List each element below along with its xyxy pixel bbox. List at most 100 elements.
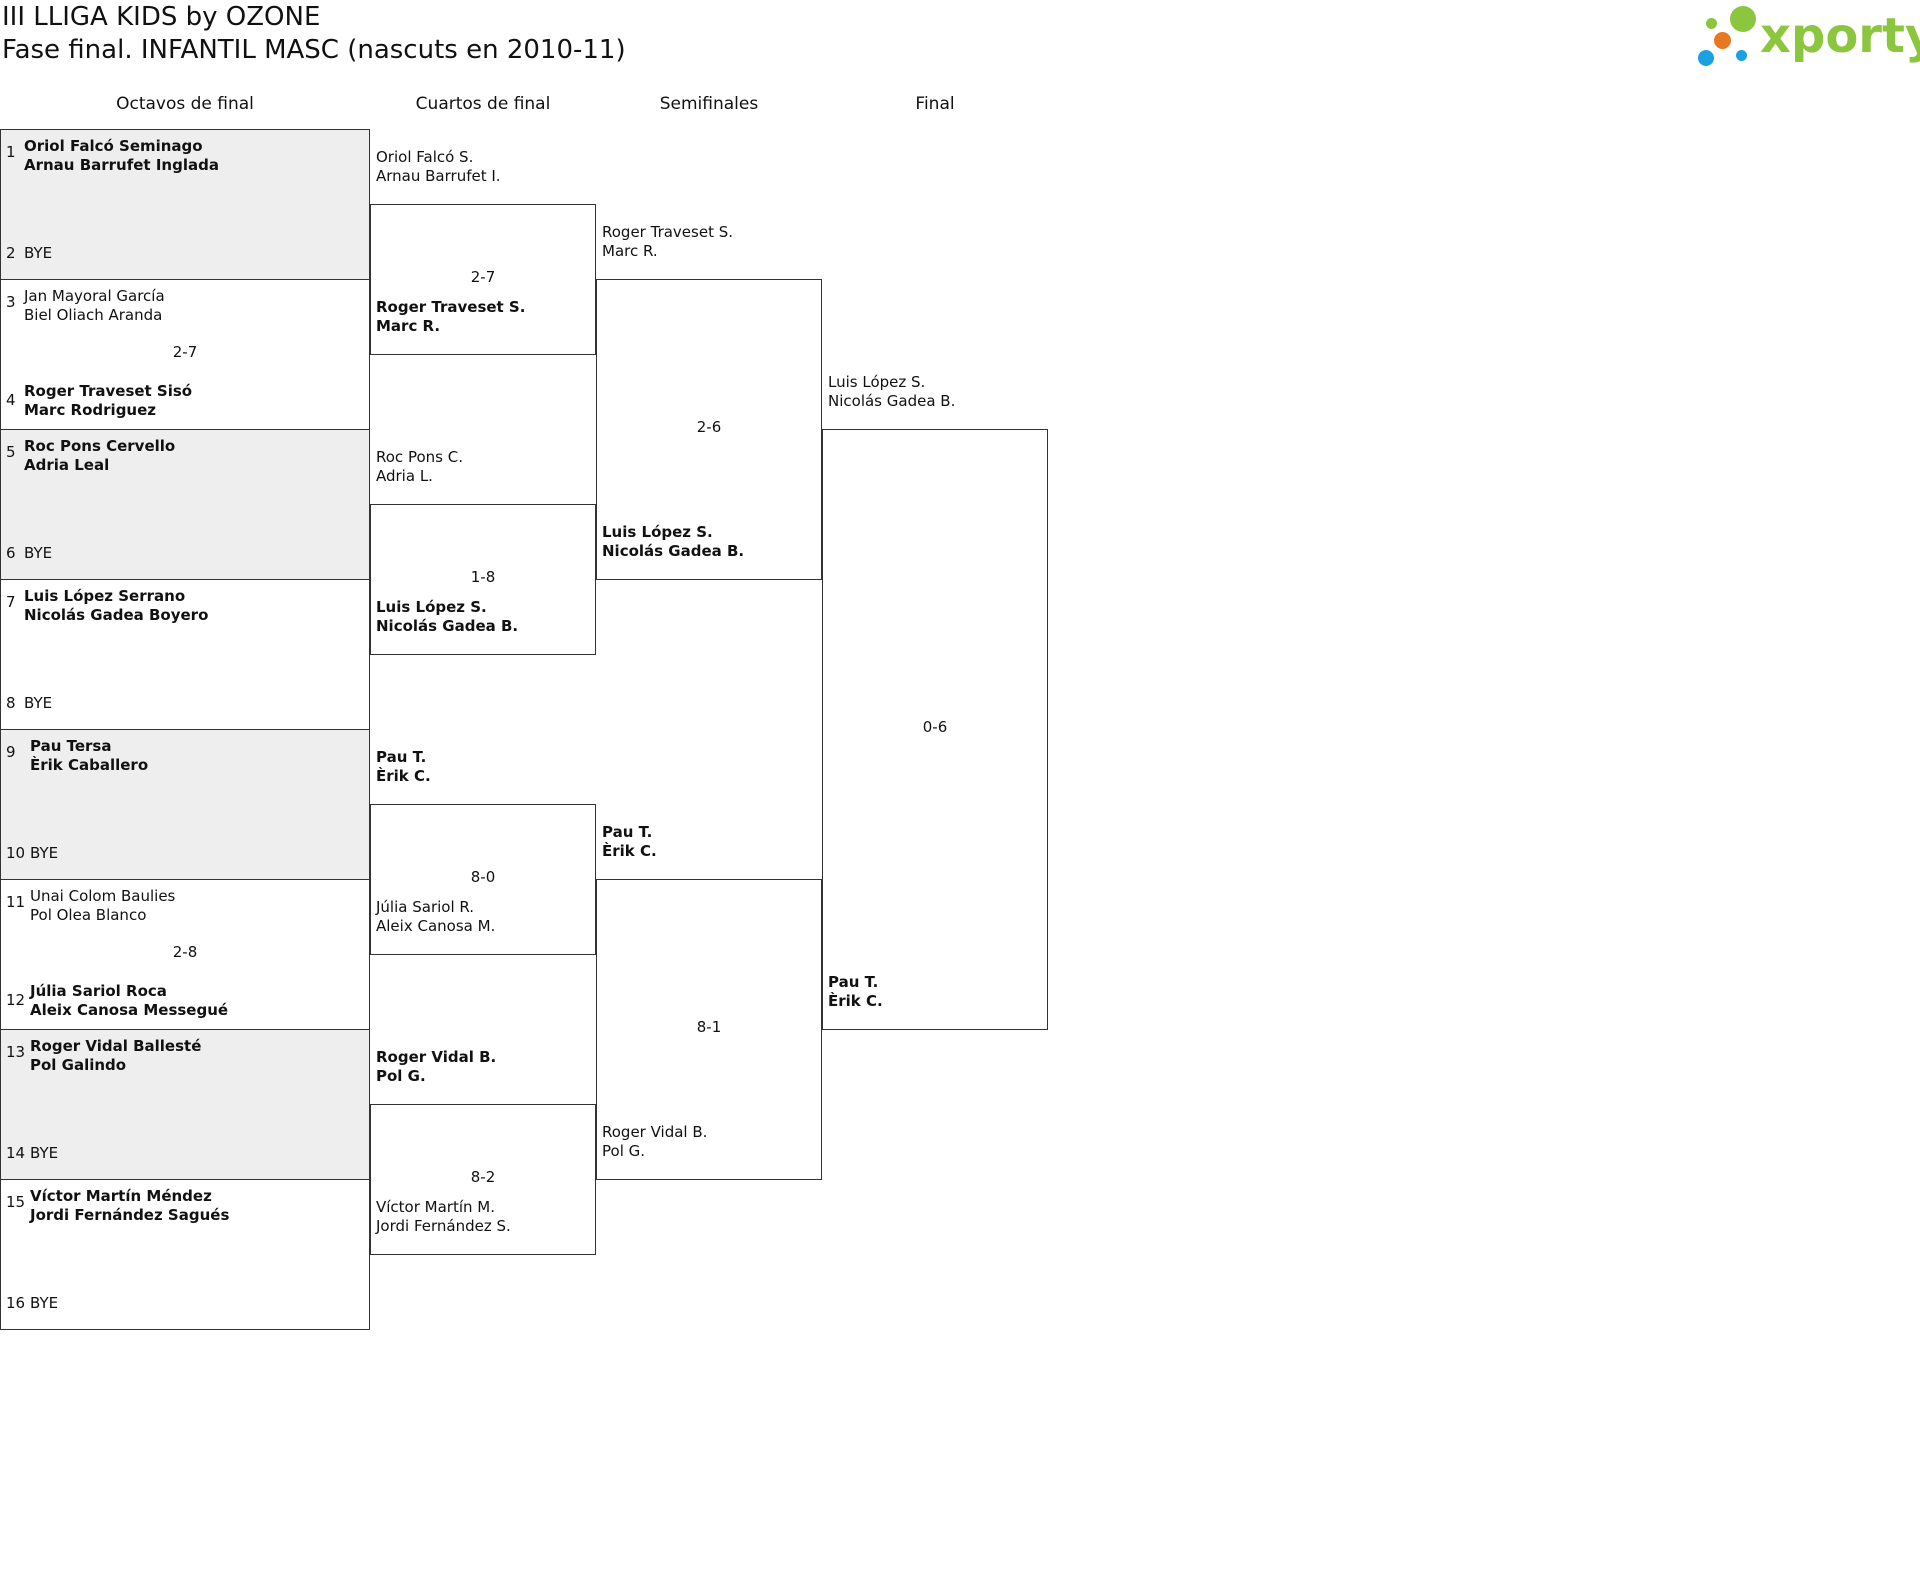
cuartos-pair[interactable]: Oriol Falcó S.Arnau Barrufet I. xyxy=(376,148,501,186)
player-name: BYE xyxy=(24,694,53,712)
player-name: Pol G. xyxy=(376,1067,426,1085)
seed-number: 6 xyxy=(6,544,16,562)
player-name: Èrik C. xyxy=(828,992,883,1010)
player-name: Roger Traveset S. xyxy=(602,223,734,241)
seed-number: 10 xyxy=(6,844,26,862)
player-name: BYE xyxy=(30,1144,59,1162)
player-name: Èrik C. xyxy=(602,842,657,860)
logo-dot-blue xyxy=(1698,50,1714,66)
match-score: 2-7 xyxy=(172,343,198,361)
player-name: BYE xyxy=(24,244,53,262)
player-name: Jan Mayoral García xyxy=(24,287,165,305)
player-name: Roc Pons C. xyxy=(376,448,463,466)
cuartos-pair[interactable]: Roger Traveset S.Marc R. xyxy=(376,298,525,336)
octavos-pair[interactable]: BYE xyxy=(30,844,58,863)
seed-number: 7 xyxy=(6,593,16,611)
cuartos-pair[interactable]: Luis López S.Nicolás Gadea B. xyxy=(376,598,518,636)
player-name: Unai Colom Baulies xyxy=(30,887,176,905)
player-name: Pau T. xyxy=(602,823,653,841)
player-name: Nicolás Gadea Boyero xyxy=(24,606,209,624)
octavos-pair[interactable]: BYE xyxy=(24,694,52,713)
xporty-logo[interactable]: xporty xyxy=(1696,4,1920,68)
player-name: Jordi Fernández Sagués xyxy=(30,1206,230,1224)
cuartos-match-box xyxy=(370,804,596,955)
seed-number: 13 xyxy=(6,1043,26,1061)
logo-dot-green-small xyxy=(1706,18,1717,29)
player-name: Oriol Falcó Seminago xyxy=(24,137,203,155)
octavos-pair[interactable]: BYE xyxy=(24,544,52,563)
octavos-match-box xyxy=(0,1029,370,1180)
semis-pair[interactable]: Luis López S.Nicolás Gadea B. xyxy=(602,523,744,561)
cuartos-pair[interactable]: Júlia Sariol R.Aleix Canosa M. xyxy=(376,898,495,936)
player-name: Luis López S. xyxy=(828,373,926,391)
semis-pair[interactable]: Roger Vidal B.Pol G. xyxy=(602,1123,707,1161)
player-name: Arnau Barrufet Inglada xyxy=(24,156,219,174)
player-name: Aleix Canosa Messegué xyxy=(30,1001,229,1019)
player-name: Júlia Sariol R. xyxy=(376,898,475,916)
player-name: Roger Traveset S. xyxy=(376,298,526,316)
octavos-pair[interactable]: BYE xyxy=(30,1294,58,1313)
player-name: Luis López S. xyxy=(602,523,713,541)
seed-number: 2 xyxy=(6,244,16,262)
seed-number: 9 xyxy=(6,743,16,761)
round-title-octavos: Octavos de final xyxy=(116,94,254,114)
phase-subtitle: Fase final. INFANTIL MASC (nascuts en 20… xyxy=(2,35,626,65)
player-name: Jordi Fernández S. xyxy=(376,1217,511,1235)
player-name: Roger Traveset Sisó xyxy=(24,382,193,400)
octavos-pair[interactable]: BYE xyxy=(24,244,52,263)
player-name: Pau T. xyxy=(376,748,427,766)
cuartos-match-box xyxy=(370,1104,596,1255)
seed-number: 11 xyxy=(6,893,26,911)
octavos-match-box xyxy=(0,729,370,880)
cuartos-pair[interactable]: Roger Vidal B.Pol G. xyxy=(376,1048,496,1086)
logo-dot-orange xyxy=(1714,32,1731,49)
player-name: Pol G. xyxy=(602,1142,646,1160)
seed-number: 5 xyxy=(6,443,16,461)
player-name: Adria Leal xyxy=(24,456,110,474)
player-name: Roger Vidal B. xyxy=(602,1123,708,1141)
semis-pair[interactable]: Pau T.Èrik C. xyxy=(602,823,657,861)
final-pair[interactable]: Luis López S.Nicolás Gadea B. xyxy=(828,373,955,411)
match-score: 8-2 xyxy=(470,1168,496,1186)
seed-number: 4 xyxy=(6,391,16,409)
player-name: Roger Vidal Ballesté xyxy=(30,1037,202,1055)
player-name: Biel Oliach Aranda xyxy=(24,306,163,324)
player-name: Adria L. xyxy=(376,467,433,485)
player-name: Nicolás Gadea B. xyxy=(602,542,745,560)
player-name: Luis López S. xyxy=(376,598,487,616)
cuartos-pair[interactable]: Víctor Martín M.Jordi Fernández S. xyxy=(376,1198,511,1236)
octavos-pair[interactable]: BYE xyxy=(30,1144,58,1163)
seed-number: 8 xyxy=(6,694,16,712)
semis-pair[interactable]: Roger Traveset S.Marc R. xyxy=(602,223,733,261)
seed-number: 14 xyxy=(6,1144,26,1162)
tournament-title: III LLIGA KIDS by OZONE xyxy=(2,2,321,32)
match-score: 8-1 xyxy=(696,1018,722,1036)
semis-match-box xyxy=(596,879,822,1180)
player-name: Pol Galindo xyxy=(30,1056,127,1074)
player-name: Nicolás Gadea B. xyxy=(376,617,519,635)
seed-number: 16 xyxy=(6,1294,26,1312)
player-name: Roger Vidal B. xyxy=(376,1048,497,1066)
match-score: 2-8 xyxy=(172,943,198,961)
cuartos-pair[interactable]: Pau T.Èrik C. xyxy=(376,748,431,786)
final-pair[interactable]: Pau T.Èrik C. xyxy=(828,973,883,1011)
octavos-match-box xyxy=(0,429,370,580)
player-name: Nicolás Gadea B. xyxy=(828,392,956,410)
seed-number: 15 xyxy=(6,1193,26,1211)
player-name: Víctor Martín M. xyxy=(376,1198,496,1216)
match-score: 1-8 xyxy=(470,568,496,586)
match-score: 2-7 xyxy=(470,268,496,286)
final-match-box xyxy=(822,429,1048,1030)
cuartos-pair[interactable]: Roc Pons C.Adria L. xyxy=(376,448,463,486)
player-name: Pol Olea Blanco xyxy=(30,906,147,924)
